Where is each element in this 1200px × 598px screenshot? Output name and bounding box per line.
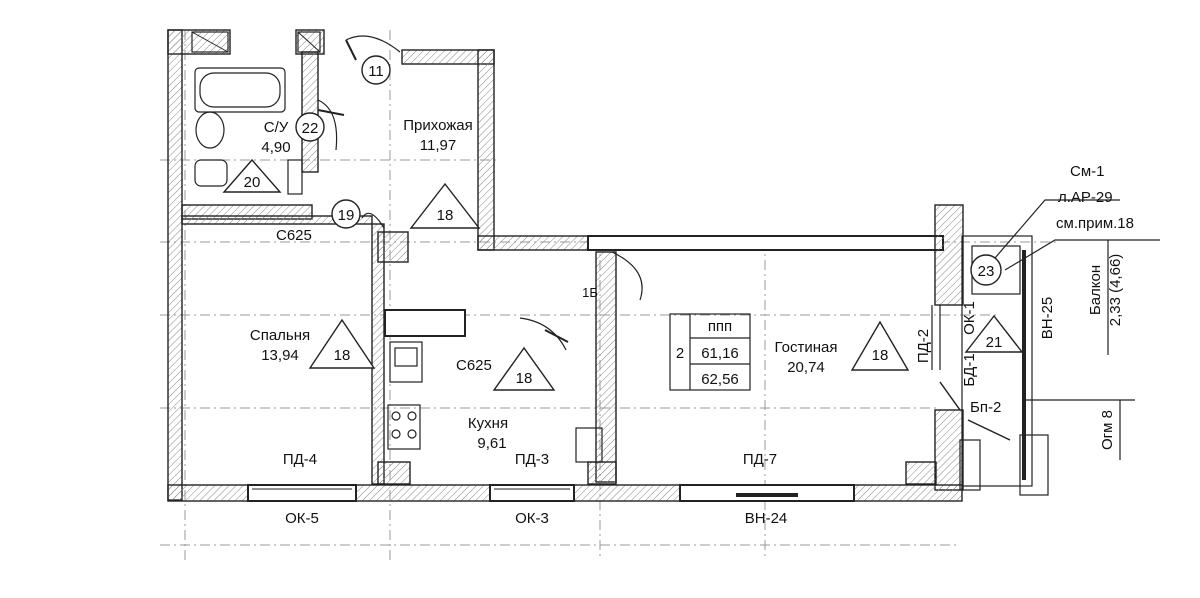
apartment-summary: ᴨᴨᴨ 2 61,16 62,56 1Б [582, 285, 751, 391]
ar29-label: л.АР-29 [1058, 189, 1113, 206]
balcony-code: 23 [978, 263, 995, 280]
pd3-label: ПД-3 [515, 451, 549, 468]
area-total: 62,56 [701, 371, 739, 388]
hallway-area: 11,97 [420, 137, 456, 154]
area-living: 61,16 [701, 345, 739, 362]
pd7-label: ПД-7 [743, 451, 777, 468]
balcony-tri: 21 [986, 334, 1003, 351]
ok1-label: ОК-1 [961, 301, 978, 335]
bathroom-area: 4,90 [261, 139, 290, 156]
ok5-label: ОК-5 [285, 510, 319, 527]
balcony-area: 2,33 (4,66) [1107, 254, 1124, 327]
bathroom-fixtures [191, 31, 321, 195]
hallway-door2-code: 19 [338, 207, 355, 224]
rooms-count: 2 [676, 345, 684, 362]
doors [317, 35, 643, 351]
bedroom-name: Спальня [250, 327, 310, 344]
kitchen-tri: 18 [516, 370, 533, 387]
ogm8-label: Огм 8 [1099, 410, 1116, 450]
ok3-label: ОК-3 [515, 510, 549, 527]
room-labels: С/У 4,90 Прихожая 11,97 Спальня 13,94 Ку… [250, 117, 838, 452]
living-tri: 18 [872, 347, 889, 364]
living-name: Гостиная [775, 339, 838, 356]
balcony-name: Балкон [1087, 265, 1104, 315]
balcony-area [931, 235, 1049, 496]
hallway-tri: 18 [437, 207, 454, 224]
bp2-label: Бп-2 [970, 399, 1001, 416]
bd1-label: БД-1 [961, 353, 978, 386]
interior-walls [181, 51, 937, 485]
note18-label: см.прим.18 [1056, 215, 1134, 232]
bathroom-tri: 20 [244, 174, 261, 191]
vn25-label: ВН-25 [1039, 297, 1056, 340]
exterior-walls [167, 29, 964, 502]
hallway-name: Прихожая [403, 117, 473, 134]
bathroom-name: С/У [264, 119, 289, 136]
cm1-label: См-1 [1070, 163, 1104, 180]
c625-top-label: С625 [276, 227, 312, 244]
bathroom-code: 22 [302, 120, 319, 137]
element-labels: С625 С625 ПД-4 ПД-3 ПД-7 ОК-5 ОК-3 ВН-24… [276, 163, 1134, 527]
bedroom-area: 13,94 [261, 347, 299, 364]
c625-kitchen-label: С625 [456, 357, 492, 374]
hallway-door-code: 11 [368, 63, 384, 80]
living-area: 20,74 [787, 359, 825, 376]
kitchen-area: 9,61 [477, 435, 506, 452]
kitchen-name: Кухня [468, 415, 508, 432]
pd4-label: ПД-4 [283, 451, 317, 468]
vn24-label: ВН-24 [745, 510, 788, 527]
bedroom-tri: 18 [334, 347, 351, 364]
pd2-label: ПД-2 [915, 329, 932, 363]
triangle-markers: 20 18 18 18 18 21 [222, 158, 1024, 391]
circle-markers: 11 22 19 23 [295, 55, 1002, 286]
summary-header: ᴨᴨᴨ [708, 318, 732, 335]
sensor-label: 1Б [582, 285, 598, 300]
leader-lines [994, 199, 1160, 460]
kitchen-fixtures [387, 341, 603, 463]
